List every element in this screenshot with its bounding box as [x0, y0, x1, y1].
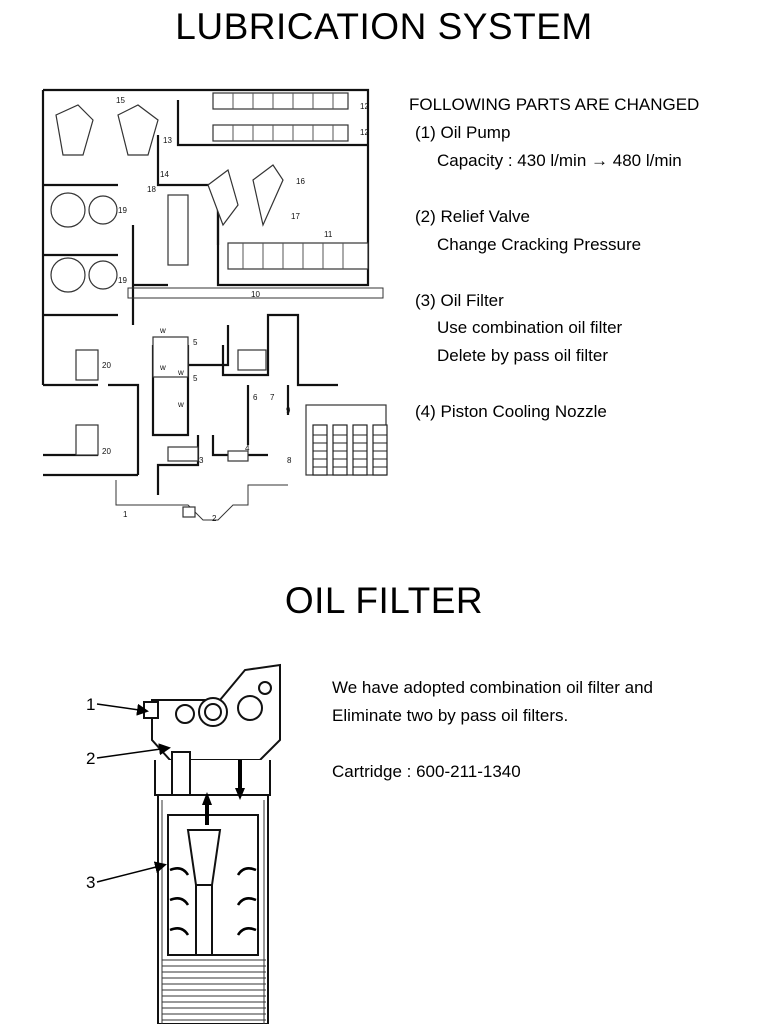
change-item-detail: Use combination oil filter [437, 318, 623, 337]
callout-label: 1 [86, 695, 95, 714]
diagram-label: 18 [147, 185, 156, 194]
change-item-title: (4) Piston Cooling Nozzle [415, 402, 607, 421]
diagram-label: 16 [296, 177, 305, 186]
changes-heading: FOLLOWING PARTS ARE CHANGED [409, 95, 700, 114]
diagram-label: 3 [199, 456, 204, 465]
diagram-label: 4 [245, 444, 250, 453]
change-item-detail: Capacity : 430 l/min → 480 l/min [437, 151, 682, 170]
diagram-label: 5 [193, 338, 198, 347]
callout-label: 3 [86, 873, 95, 892]
diagram-label: 15 [116, 96, 125, 105]
cartridge-part-number: Cartridge : 600-211-1340 [332, 762, 521, 781]
diagram-label: 20 [102, 361, 111, 370]
change-item-title: (1) Oil Pump [415, 123, 511, 142]
change-item-title: (3) Oil Filter [415, 291, 504, 310]
description-line: We have adopted combination oil filter a… [332, 678, 653, 697]
diagram-label: w [177, 368, 184, 377]
diagram-label: 12 [360, 102, 369, 111]
diagram-label: 20 [102, 447, 111, 456]
diagram-label: 1 [123, 510, 128, 519]
diagram-label: w [177, 400, 184, 409]
diagram-label: 5 [193, 374, 198, 383]
diagram-label: 8 [287, 456, 292, 465]
diagram-label: 19 [118, 206, 127, 215]
diagram-label: 2 [212, 514, 217, 523]
description-line: Eliminate two by pass oil filters. [332, 706, 569, 725]
diagram-label: 13 [163, 136, 172, 145]
diagram-label: 14 [160, 170, 169, 179]
oil-filter-diagram: 1 2 3 [86, 663, 281, 1024]
diagram-label: 17 [291, 212, 300, 221]
page-title: LUBRICATION SYSTEM [175, 6, 593, 47]
change-item-detail: Change Cracking Pressure [437, 235, 642, 254]
diagram-label: w [159, 363, 166, 372]
section-title: OIL FILTER [284, 580, 484, 621]
change-item-title: (2) Relief Valve [415, 207, 530, 226]
diagram-label: 7 [270, 393, 275, 402]
diagram-label: 12 [360, 128, 369, 137]
diagram-label: 19 [118, 276, 127, 285]
diagram-label: 9 [286, 406, 291, 415]
diagram-label: 10 [251, 290, 260, 299]
lubrication-system-diagram: 15 12 12 13 14 16 18 19 17 11 19 10 5 5 … [41, 88, 388, 523]
change-item-detail: Delete by pass oil filter [437, 346, 609, 365]
diagram-label: w [159, 326, 166, 335]
callout-label: 2 [86, 749, 95, 768]
diagram-label: 6 [253, 393, 258, 402]
diagram-label: 11 [324, 230, 333, 239]
